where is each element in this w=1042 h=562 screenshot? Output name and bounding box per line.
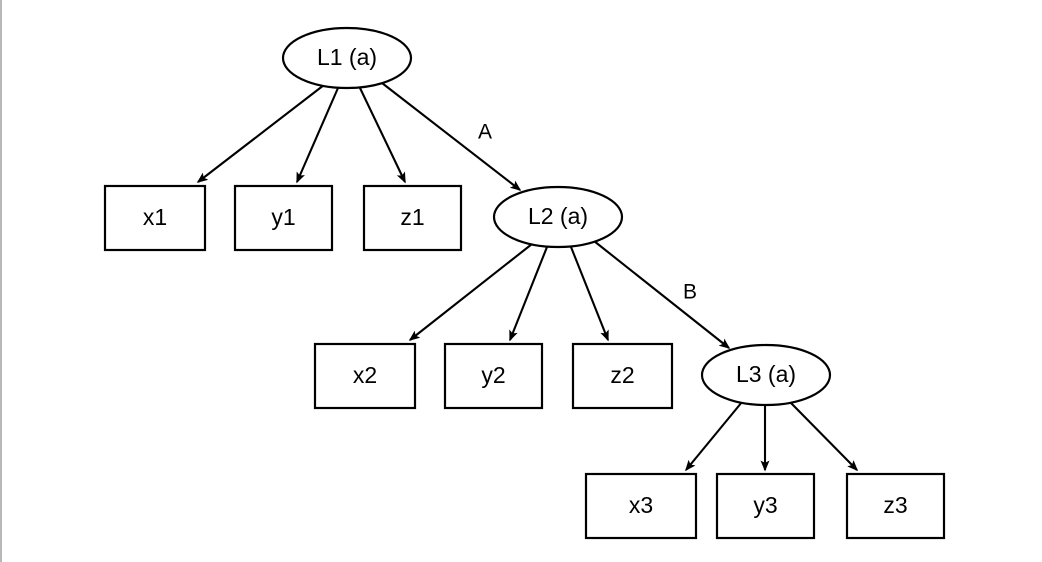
edge-l1-to-y1 [296, 87, 339, 184]
observed-node-label: z1 [400, 204, 424, 230]
edge-labels-layer: AB [478, 121, 697, 304]
box-shape [443, 342, 544, 410]
latent-node-l3[interactable]: L3 (a) [700, 343, 832, 407]
observed-node-z3[interactable]: z3 [845, 472, 946, 540]
ellipse-shape [700, 343, 832, 407]
box-shape [715, 472, 816, 540]
observed-node-label: x2 [353, 362, 377, 388]
observed-node-y1[interactable]: y1 [233, 184, 334, 252]
edge-label-b: B [683, 281, 697, 304]
edge-l1-to-l2 [381, 82, 522, 191]
observed-node-label: y2 [481, 362, 505, 388]
latent-node-l2[interactable]: L2 (a) [492, 185, 624, 249]
observed-node-label: y1 [271, 204, 295, 230]
box-shape [313, 342, 417, 410]
edges-layer [196, 82, 859, 472]
box-shape [845, 472, 946, 540]
edge-l1-to-z1 [359, 87, 406, 184]
observed-node-x3[interactable]: x3 [584, 472, 698, 540]
observed-node-label: x1 [143, 204, 167, 230]
edge-l3-to-z3 [789, 401, 859, 472]
edge-l3-to-x3 [685, 401, 743, 472]
box-shape [571, 342, 674, 410]
observed-node-x2[interactable]: x2 [313, 342, 417, 410]
latent-node-label: L3 (a) [736, 361, 796, 387]
latent-node-label: L1 (a) [317, 44, 377, 70]
box-shape [362, 184, 463, 252]
edge-l1-to-x1 [196, 84, 325, 183]
observed-node-z1[interactable]: z1 [362, 184, 463, 252]
box-shape [233, 184, 334, 252]
latent-node-label: L2 (a) [528, 203, 588, 229]
observed-node-label: y3 [753, 492, 777, 518]
edge-l2-to-l3 [593, 240, 731, 349]
observed-node-y3[interactable]: y3 [715, 472, 816, 540]
observed-node-label: z3 [883, 492, 907, 518]
edge-l2-to-y2 [509, 246, 548, 342]
ellipse-shape [492, 185, 624, 249]
ellipse-shape [281, 26, 413, 90]
edge-l2-to-z2 [570, 246, 609, 342]
observed-node-label: z2 [610, 362, 634, 388]
edge-l2-to-x2 [408, 243, 533, 341]
observed-node-label: x3 [629, 492, 653, 518]
nodes-layer: L1 (a) L2 (a) L3 (a) x1 y1 z1 x2 y2 z2 x3 y3 z3 [103, 26, 946, 540]
observed-node-y2[interactable]: y2 [443, 342, 544, 410]
box-shape [103, 184, 207, 252]
observed-node-x1[interactable]: x1 [103, 184, 207, 252]
observed-node-z2[interactable]: z2 [571, 342, 674, 410]
latent-node-l1[interactable]: L1 (a) [281, 26, 413, 90]
box-shape [584, 472, 698, 540]
edge-label-a: A [478, 121, 492, 144]
